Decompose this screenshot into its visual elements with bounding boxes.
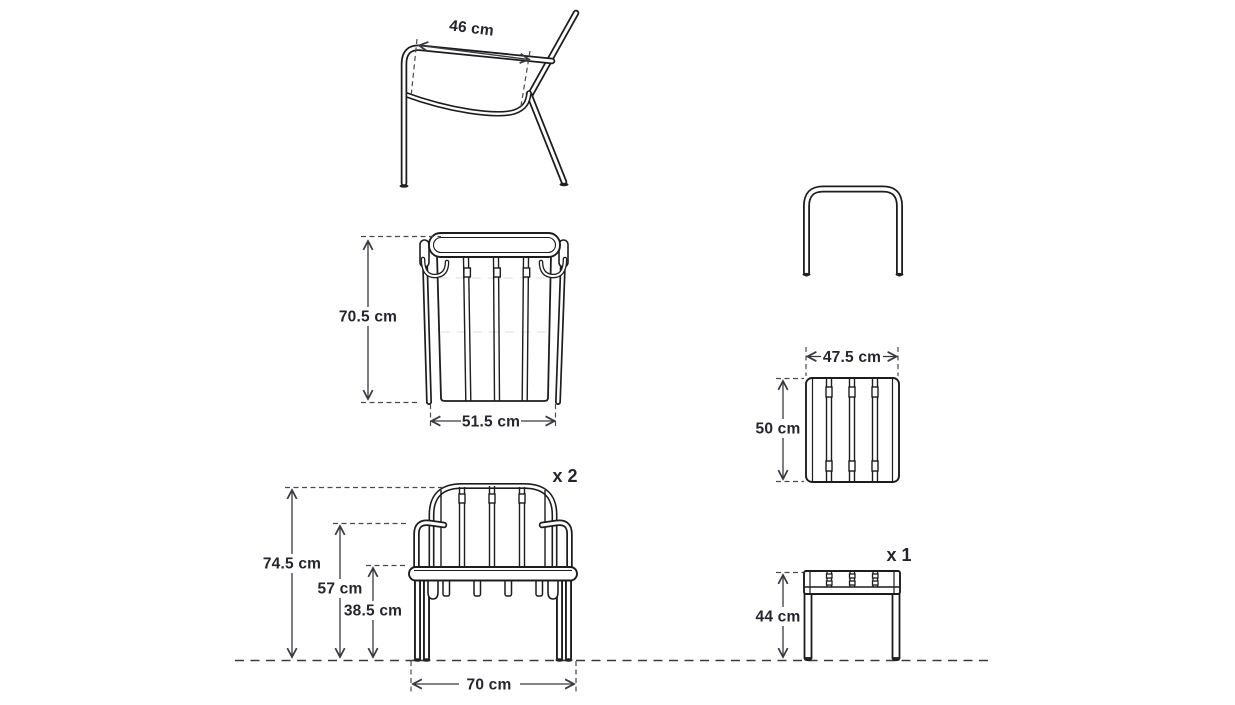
table-front-view: x 1 44 cm — [753, 545, 912, 662]
chair-top-view: 70.5 cm 51.5 cm — [338, 232, 569, 431]
table-right-leg — [891, 591, 901, 659]
chair-seat-rail — [408, 566, 578, 582]
chair-side-view: 46 cm — [399, 9, 580, 188]
chair-depth-label: 70.5 cm — [339, 309, 397, 326]
table-depth-label: 50 cm — [756, 421, 801, 438]
chair-width-dimension: 70 cm — [410, 661, 577, 694]
chair-front-foot — [399, 184, 409, 188]
chair-seat-width-dimension: 51.5 cm — [431, 404, 556, 431]
table-width-dimension: 47.5 cm — [805, 347, 899, 376]
table-depth-dimension: 50 cm — [753, 377, 804, 483]
chair-seat-height-dimension: 38.5 cm — [342, 564, 407, 658]
chair-top-backrest-bar — [428, 232, 561, 258]
chair-front-leg-arm — [400, 44, 556, 187]
chair-total-height-dimension: 74.5 cm — [261, 486, 446, 658]
table-height-label: 44 cm — [756, 609, 801, 626]
chair-seat-slat-ends — [427, 577, 559, 600]
chair-armrest-height-dimension: 57 cm — [316, 522, 409, 658]
chair-seat-depth-label: 46 cm — [448, 17, 495, 39]
table-height-dimension: 44 cm — [753, 571, 803, 658]
chair-quantity-label: x 2 — [552, 466, 577, 486]
chair-seat-depth-dimension: 46 cm — [410, 17, 530, 107]
chair-armrest-height-label: 57 cm — [318, 581, 363, 598]
chair-depth-dimension: 70.5 cm — [338, 235, 441, 404]
chair-back-foot — [559, 182, 569, 187]
table-top-view: 47.5 cm 50 cm — [753, 347, 900, 483]
table-side-frame — [803, 185, 903, 277]
chair-front-view: x 2 74.5 cm 57 cm 38.5 cm 70 c — [261, 466, 578, 694]
table-top-slat-separators — [825, 378, 879, 482]
chair-seat-height-label: 38.5 cm — [344, 603, 402, 620]
chair-backrest-slats — [440, 486, 546, 568]
table-top-surface — [805, 377, 900, 483]
table-width-label: 47.5 cm — [823, 349, 881, 366]
table-side-view — [802, 185, 904, 277]
table-quantity-label: x 1 — [886, 545, 911, 565]
table-front-slat-marks — [825, 572, 879, 587]
chair-width-label: 70 cm — [467, 677, 512, 694]
chair-total-height-label: 74.5 cm — [263, 556, 321, 573]
chair-top-slat-separators — [462, 257, 531, 402]
chair-seat-width-label: 51.5 cm — [462, 414, 520, 431]
table-left-leg — [803, 591, 813, 659]
chair-front-legs — [413, 574, 573, 662]
